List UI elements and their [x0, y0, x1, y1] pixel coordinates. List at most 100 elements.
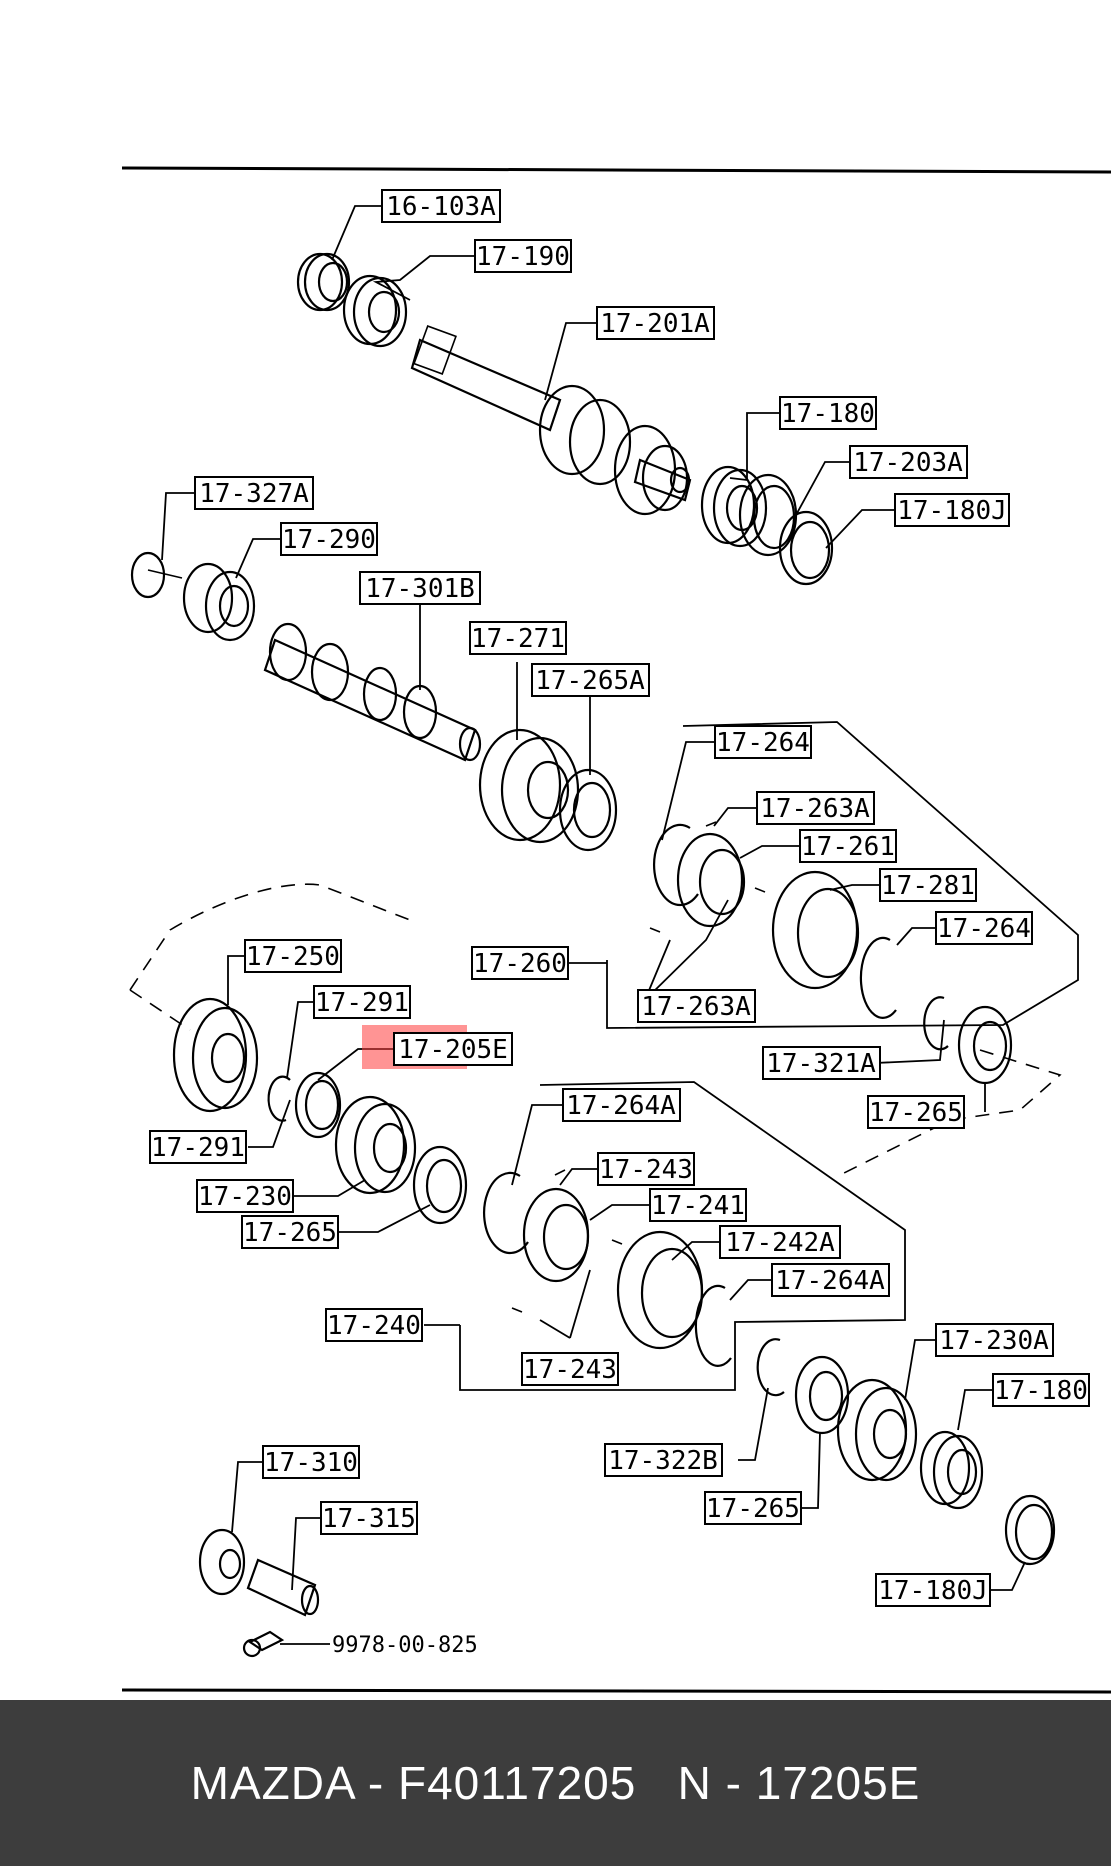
- label-17-265a: 17-265A: [531, 663, 650, 697]
- label-17-250-text: 17-250: [246, 942, 340, 972]
- label-17-265-left-text: 17-265: [243, 1218, 337, 1248]
- bearing-17-190: [342, 274, 408, 348]
- label-17-291-bottom: 17-291: [149, 1130, 247, 1164]
- label-17-180j-top-text: 17-180J: [897, 496, 1007, 526]
- label-17-263a-bottom: 17-263A: [637, 989, 756, 1023]
- ring-17-205e: [294, 1071, 342, 1139]
- label-17-180-bottom-text: 17-180: [994, 1376, 1088, 1406]
- label-17-180j-top: 17-180J: [894, 493, 1010, 527]
- synchro-ring-17-265a: [558, 768, 618, 852]
- leader-lines: [161, 205, 1026, 1645]
- label-17-315: 17-315: [320, 1501, 418, 1535]
- label-17-281: 17-281: [879, 868, 977, 902]
- label-9978-00-825-text: 9978-00-825: [332, 1633, 478, 1658]
- label-17-315-text: 17-315: [322, 1504, 416, 1534]
- label-17-301b-text: 17-301B: [365, 574, 475, 604]
- label-17-243-top: 17-243: [597, 1152, 695, 1186]
- label-17-180-top-text: 17-180: [781, 399, 875, 429]
- label-17-265-left: 17-265: [241, 1215, 339, 1249]
- gear-17-250: [172, 997, 259, 1113]
- label-17-264-top: 17-264: [714, 725, 812, 759]
- gear-17-271: [478, 728, 580, 844]
- label-17-271: 17-271: [469, 621, 567, 655]
- label-17-205e: 17-205E: [393, 1032, 513, 1066]
- label-17-290: 17-290: [280, 522, 378, 556]
- label-17-230a: 17-230A: [935, 1323, 1054, 1357]
- main-drive-shaft-17-201a: [410, 325, 692, 516]
- label-17-261: 17-261: [799, 829, 897, 863]
- synchro-ring-17-265-left: [412, 1145, 468, 1225]
- sleeve-17-315: [246, 1558, 320, 1617]
- label-17-265-bottom: 17-265: [704, 1491, 802, 1525]
- label-17-203a: 17-203A: [849, 445, 968, 479]
- mainshaft-17-301b: [263, 622, 482, 762]
- label-17-263a-top: 17-263A: [756, 791, 875, 825]
- synchro-ring-17-265-bottom: [794, 1355, 850, 1435]
- label-17-240-text: 17-240: [327, 1311, 421, 1341]
- label-17-322b: 17-322B: [604, 1443, 723, 1477]
- label-17-327a-text: 17-327A: [199, 479, 309, 509]
- label-17-301b: 17-301B: [359, 571, 481, 605]
- gear-17-230: [334, 1095, 417, 1195]
- bearing-16-103a: [296, 252, 351, 312]
- label-17-291-bottom-text: 17-291: [151, 1133, 245, 1163]
- bottom-rule: [121, 1688, 1111, 1694]
- label-17-310: 17-310: [262, 1445, 360, 1479]
- label-17-260-text: 17-260: [473, 949, 567, 979]
- label-17-264-right: 17-264: [935, 911, 1033, 945]
- label-17-240: 17-240: [325, 1308, 423, 1342]
- label-17-264a-top-text: 17-264A: [566, 1091, 676, 1121]
- shim-17-180j-top: [778, 510, 834, 586]
- label-17-263a-top-text: 17-263A: [760, 794, 870, 824]
- synchro-ring-17-265-right: [957, 1005, 1013, 1085]
- label-17-291-top: 17-291: [313, 985, 411, 1019]
- label-17-321a-text: 17-321A: [766, 1049, 876, 1079]
- ring-17-321a: [923, 996, 949, 1051]
- label-17-264a-top: 17-264A: [562, 1088, 681, 1122]
- dashed-outline-right: [839, 1049, 1062, 1176]
- label-17-290-text: 17-290: [282, 525, 376, 555]
- label-17-260: 17-260: [471, 946, 569, 980]
- top-rule: [121, 166, 1111, 174]
- label-17-322b-text: 17-322B: [608, 1446, 718, 1476]
- bearing-17-290: [182, 562, 256, 642]
- caption-text: MAZDA - F40117205 N - 17205E: [190, 1757, 921, 1809]
- label-17-205e-text: 17-205E: [398, 1035, 508, 1065]
- synchro-17-240-parts: [483, 1169, 732, 1367]
- ring-17-291: [267, 1075, 291, 1122]
- label-17-241-text: 17-241: [651, 1191, 745, 1221]
- label-17-180-top: 17-180: [779, 396, 877, 430]
- bearing-17-180-bottom: [919, 1430, 984, 1510]
- label-17-243-top-text: 17-243: [599, 1155, 693, 1185]
- bolt-9978-00-825: [242, 1630, 285, 1658]
- label-17-250: 17-250: [244, 939, 342, 973]
- label-17-264a-bottom: 17-264A: [771, 1263, 890, 1297]
- label-17-190: 17-190: [474, 239, 572, 273]
- label-17-180j-bottom-text: 17-180J: [878, 1576, 988, 1606]
- synchro-17-260-parts: [649, 821, 897, 1019]
- label-17-261-text: 17-261: [801, 832, 895, 862]
- label-17-203a-text: 17-203A: [853, 448, 963, 478]
- bracket-17-240: [459, 1081, 906, 1391]
- ring-17-322b: [756, 1338, 785, 1397]
- label-17-327a: 17-327A: [194, 476, 314, 510]
- label-17-180-bottom: 17-180: [992, 1373, 1090, 1407]
- race-17-203a: [738, 473, 798, 557]
- label-17-241: 17-241: [649, 1188, 747, 1222]
- label-17-242a: 17-242A: [719, 1225, 841, 1259]
- label-17-263a-bottom-text: 17-263A: [641, 992, 751, 1022]
- label-17-230-text: 17-230: [198, 1182, 292, 1212]
- label-17-190-text: 17-190: [476, 242, 570, 272]
- label-16-103a: 16-103A: [381, 189, 501, 223]
- label-17-265-bottom-text: 17-265: [706, 1494, 800, 1524]
- label-9978-00-825: 9978-00-825: [332, 1633, 478, 1658]
- bearing-17-180-top: [700, 465, 768, 548]
- caption-bar: MAZDA - F40117205 N - 17205E: [0, 1700, 1111, 1866]
- label-17-264a-bottom-text: 17-264A: [775, 1266, 885, 1296]
- label-17-264-right-text: 17-264: [937, 914, 1031, 944]
- label-17-310-text: 17-310: [264, 1448, 358, 1478]
- parts-diagram: 16-103A 17-190 17-201A 17-180 17-203A 17…: [121, 166, 1111, 1694]
- label-17-201a-text: 17-201A: [600, 309, 710, 339]
- label-17-321a: 17-321A: [762, 1046, 881, 1080]
- label-17-243-bottom: 17-243: [521, 1352, 619, 1386]
